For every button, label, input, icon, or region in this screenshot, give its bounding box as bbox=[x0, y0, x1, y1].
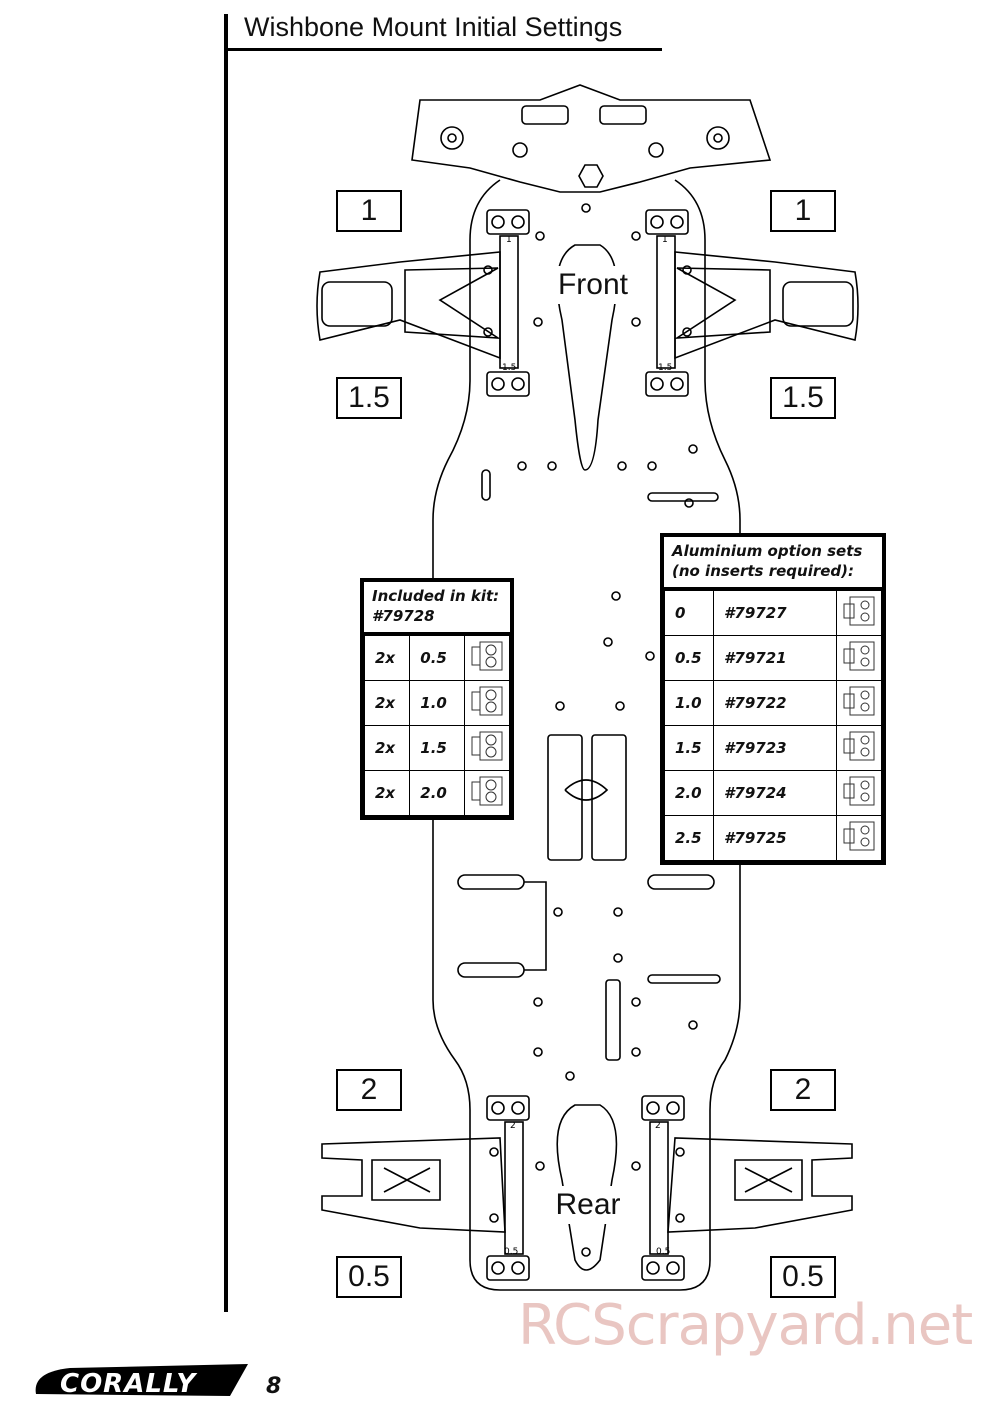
insert-mark-front-right-bottom: 1.5 bbox=[658, 363, 672, 373]
front-left-bottom-setting: 1.5 bbox=[336, 377, 402, 419]
insert-icon bbox=[464, 680, 510, 726]
rear-label: Rear bbox=[546, 1186, 630, 1224]
size-cell: 0 bbox=[664, 590, 714, 636]
title-underline bbox=[228, 48, 662, 51]
part-cell: #79722 bbox=[713, 680, 837, 726]
table-row: 1.5#79723 bbox=[664, 725, 882, 771]
kit-table-header-line2: #79728 bbox=[372, 607, 435, 625]
insert-mark-rear-left-top: 2 bbox=[510, 1121, 516, 1131]
front-label: Front bbox=[546, 266, 640, 304]
rear-left-wishbone bbox=[321, 1095, 530, 1281]
insert-mark-rear-right-top: 2 bbox=[655, 1121, 661, 1131]
front-right-top-setting: 1 bbox=[770, 190, 836, 232]
size-cell: 1.0 bbox=[664, 680, 714, 726]
insert-icon bbox=[464, 635, 510, 681]
chassis-plate bbox=[432, 179, 741, 1291]
margin-rule bbox=[224, 14, 228, 1312]
mount-icon bbox=[836, 770, 882, 816]
part-cell: #79727 bbox=[713, 590, 837, 636]
qty-cell: 2x bbox=[363, 725, 411, 771]
qty-cell: 2x bbox=[363, 635, 411, 681]
mount-icon bbox=[836, 635, 882, 681]
size-cell: 1.0 bbox=[409, 680, 465, 726]
insert-mark-front-right-top: 1 bbox=[662, 235, 668, 245]
rear-right-wishbone bbox=[641, 1095, 853, 1281]
option-table-header: Aluminium option sets (no inserts requir… bbox=[664, 537, 882, 590]
insert-mark-front-left-top: 1 bbox=[506, 235, 512, 245]
table-row: 2.5#79725 bbox=[664, 815, 882, 861]
chassis-holes bbox=[517, 203, 698, 1257]
size-cell: 0.5 bbox=[409, 635, 465, 681]
size-cell: 2.0 bbox=[664, 770, 714, 816]
page-title: Wishbone Mount Initial Settings bbox=[244, 12, 623, 42]
qty-cell: 2x bbox=[363, 680, 411, 726]
rear-right-bottom-setting: 0.5 bbox=[770, 1256, 836, 1298]
part-cell: #79721 bbox=[713, 635, 837, 681]
size-cell: 1.5 bbox=[664, 725, 714, 771]
insert-icon bbox=[464, 725, 510, 771]
table-row: 2.0#79724 bbox=[664, 770, 882, 816]
qty-cell: 2x bbox=[363, 770, 411, 816]
part-cell: #79723 bbox=[713, 725, 837, 771]
front-bumper bbox=[411, 84, 772, 193]
insert-mark-rear-right-bottom: 0.5 bbox=[656, 1247, 670, 1257]
size-cell: 1.5 bbox=[409, 725, 465, 771]
table-row: 0.5#79721 bbox=[664, 635, 882, 681]
front-right-bottom-setting: 1.5 bbox=[770, 377, 836, 419]
option-table-body: 0#79727 0.5#79721 1.0#79722 1.5#79723 2.… bbox=[664, 590, 882, 861]
table-row: 1.0#79722 bbox=[664, 680, 882, 726]
page-number: 8 bbox=[266, 1374, 282, 1399]
insert-mark-front-left-bottom: 1.5 bbox=[502, 363, 516, 373]
svg-text:CORALLY: CORALLY bbox=[60, 1369, 198, 1399]
mount-icon bbox=[836, 680, 882, 726]
mount-icon bbox=[836, 590, 882, 636]
front-left-wishbone bbox=[316, 209, 530, 397]
mount-icon bbox=[836, 815, 882, 861]
insert-icon bbox=[464, 770, 510, 816]
team-corally-logo: CORALLY bbox=[35, 1364, 248, 1399]
rear-left-top-setting: 2 bbox=[336, 1069, 402, 1111]
kit-table-header: Included in kit: #79728 bbox=[364, 582, 510, 635]
part-cell: #79725 bbox=[713, 815, 837, 861]
rear-left-bottom-setting: 0.5 bbox=[336, 1256, 402, 1298]
size-cell: 0.5 bbox=[664, 635, 714, 681]
front-right-wishbone bbox=[645, 209, 859, 397]
option-table: Aluminium option sets (no inserts requir… bbox=[660, 533, 886, 865]
mount-icon bbox=[836, 725, 882, 771]
table-row: 0#79727 bbox=[664, 590, 882, 636]
rear-right-top-setting: 2 bbox=[770, 1069, 836, 1111]
option-table-header-line2: (no inserts required): bbox=[672, 562, 854, 580]
front-left-top-setting: 1 bbox=[336, 190, 402, 232]
watermark: RCScrapyard.net bbox=[518, 1293, 973, 1358]
size-cell: 2.0 bbox=[409, 770, 465, 816]
kit-table-header-line1: Included in kit: bbox=[372, 587, 500, 605]
insert-mark-rear-left-bottom: 0.5 bbox=[504, 1247, 518, 1257]
option-table-header-line1: Aluminium option sets bbox=[672, 542, 863, 560]
size-cell: 2.5 bbox=[664, 815, 714, 861]
part-cell: #79724 bbox=[713, 770, 837, 816]
